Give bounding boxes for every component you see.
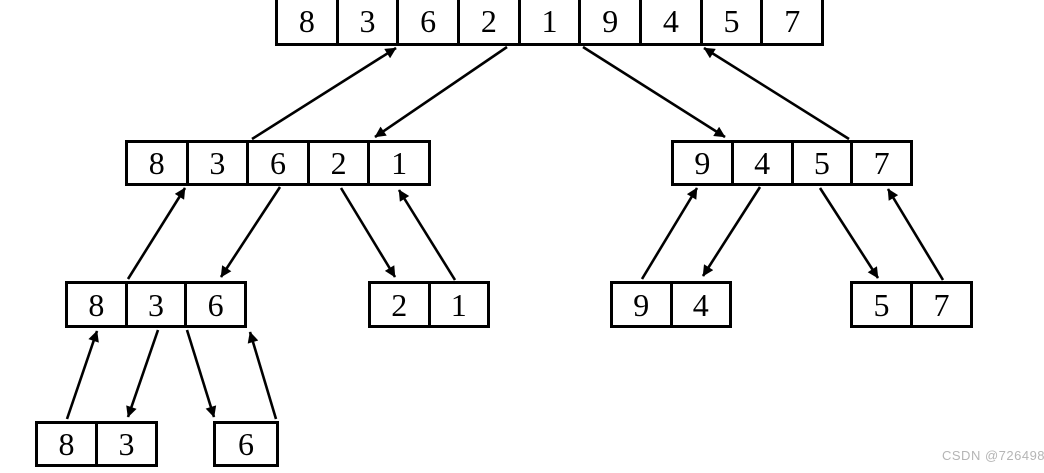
array-cell: 8	[148, 145, 165, 181]
split-arrow-left-to-leftright	[339, 187, 397, 278]
array-node-left-left-right: 6	[213, 421, 279, 467]
array-cell: 2	[306, 143, 368, 183]
array-cell: 9	[578, 0, 639, 43]
array-node-right-right: 5 7	[850, 281, 973, 328]
array-cell: 6	[238, 426, 254, 462]
merge-arrow-llright-to-leftleft	[247, 331, 278, 420]
array-cell: 8	[298, 2, 315, 39]
merge-arrow-rightright-to-right	[886, 188, 945, 281]
array-cell: 2	[391, 286, 408, 323]
merge-arrow-leftleft-to-left	[126, 187, 187, 280]
array-cell: 1	[367, 143, 428, 183]
split-arrow-right-to-rightright	[818, 187, 880, 279]
array-cell: 1	[427, 284, 488, 325]
array-cell: 8	[88, 286, 105, 323]
array-node-left-left-left: 8 3	[35, 421, 158, 467]
merge-arrow-leftright-to-left	[397, 189, 457, 281]
merge-arrow-rightleft-to-right	[640, 187, 699, 280]
merge-arrow-left-to-root	[251, 46, 397, 141]
array-cell: 5	[790, 143, 851, 183]
array-cell: 7	[850, 143, 910, 183]
array-node-right-left: 9 4	[610, 281, 732, 328]
split-arrow-root-to-left	[374, 45, 508, 139]
merge-arrow-llleft-to-leftleft	[65, 330, 99, 420]
array-cell: 3	[124, 284, 185, 325]
array-cell: 6	[396, 0, 457, 43]
array-cell: 4	[730, 143, 791, 183]
split-arrow-right-to-rightleft	[701, 186, 762, 277]
array-cell: 7	[910, 284, 970, 325]
array-cell: 5	[699, 0, 761, 43]
array-cell: 3	[335, 0, 397, 43]
watermark: CSDN @726498	[942, 448, 1044, 463]
array-cell: 8	[58, 426, 75, 462]
array-node-left: 8 3 6 2 1	[125, 140, 431, 186]
array-cell: 9	[633, 286, 650, 323]
split-arrow-leftleft-to-llright	[185, 329, 217, 418]
array-cell: 1	[517, 0, 579, 43]
split-arrow-leftleft-to-llleft	[126, 329, 160, 418]
array-node-left-left: 8 3 6	[65, 281, 247, 328]
array-node-root: 8 3 6 2 1 9 4 5 7	[275, 0, 824, 46]
split-arrow-root-to-right	[582, 45, 726, 139]
array-cell: 7	[760, 0, 821, 43]
merge-arrow-right-to-root	[703, 46, 850, 141]
array-cell: 6	[246, 143, 307, 183]
array-cell: 5	[873, 286, 890, 323]
array-cell: 9	[694, 145, 711, 181]
array-node-left-right: 2 1	[368, 281, 490, 328]
array-cell: 4	[669, 284, 730, 325]
array-cell: 4	[639, 0, 700, 43]
array-cell: 3	[95, 424, 155, 464]
array-node-right: 9 4 5 7	[671, 140, 913, 186]
array-cell: 6	[184, 284, 244, 325]
split-arrow-left-to-leftleft	[219, 186, 282, 278]
array-cell: 2	[457, 0, 518, 43]
array-cell: 3	[185, 143, 247, 183]
